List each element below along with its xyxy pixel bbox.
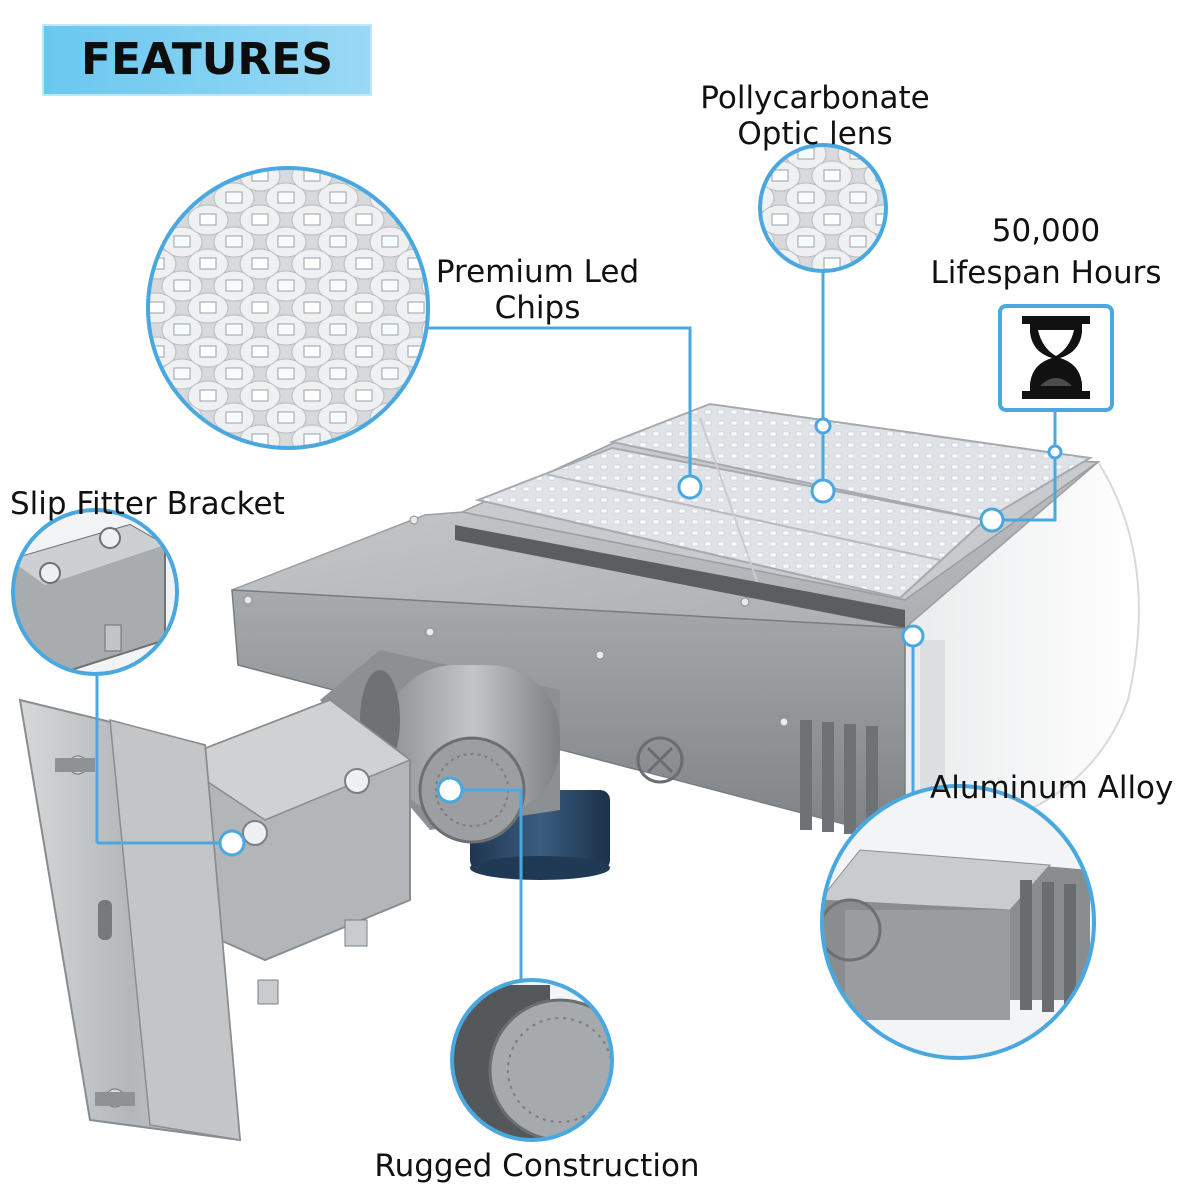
label-line: Optic lens <box>737 116 893 152</box>
adjustable-knuckle <box>320 650 560 844</box>
label-rugged-construction: Rugged Construction <box>374 1148 700 1184</box>
label-line: Chips <box>494 290 581 326</box>
led-chips-zoom <box>146 166 430 450</box>
label-line: Pollycarbonate <box>700 80 930 116</box>
banner-title: FEATURES <box>80 34 334 85</box>
slip-fitter-bracket <box>18 698 412 1142</box>
label-lifespan: 50,000 Lifespan Hours <box>928 213 1164 291</box>
label-slip-fitter: Slip Fitter Bracket <box>10 486 285 522</box>
lifespan-hours-value: 50,000 <box>991 213 1101 249</box>
label-line: Lifespan Hours <box>930 255 1162 291</box>
rugged-construction-zoom <box>450 978 614 1142</box>
label-line: Premium Led <box>435 254 640 290</box>
features-banner: FEATURES <box>42 24 372 96</box>
slip-fitter-zoom <box>11 508 179 676</box>
optic-lens-zoom <box>758 143 888 273</box>
label-aluminum-alloy: Aluminum Alloy <box>930 770 1174 806</box>
hourglass-icon <box>998 304 1114 412</box>
aluminum-alloy-zoom <box>820 784 1096 1060</box>
label-premium-led-chips: Premium Led Chips <box>430 254 645 326</box>
callout-dots <box>218 417 1063 857</box>
label-optic-lens: Pollycarbonate Optic lens <box>695 80 935 152</box>
